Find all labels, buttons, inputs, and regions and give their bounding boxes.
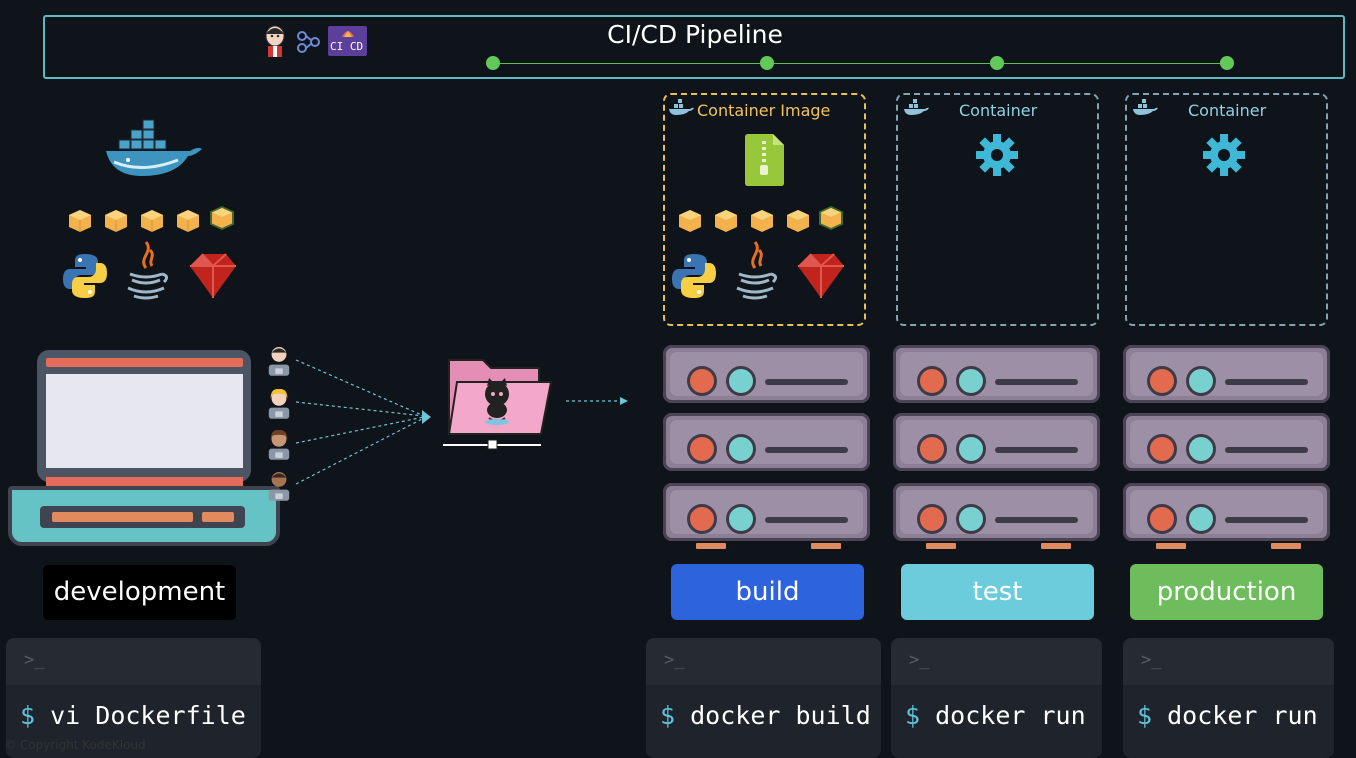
server-icon	[1123, 413, 1330, 471]
pipeline-dot-image	[760, 56, 774, 70]
pipeline-dot-build	[486, 56, 500, 70]
package-cube-icon	[679, 210, 701, 232]
developer-avatar	[268, 472, 290, 501]
laptop-bottom-bar	[46, 477, 243, 486]
cicd-badge: CI CD	[328, 26, 367, 56]
terminal-test: >_ $ docker run	[891, 638, 1102, 758]
stage-development: development	[43, 565, 236, 620]
test-container-label: Container	[959, 101, 1038, 120]
package-cube-icon	[210, 206, 234, 230]
laptop-top-bar	[46, 358, 243, 367]
laptop-key	[202, 512, 234, 522]
server-foot	[811, 543, 841, 549]
stage-build: build	[671, 564, 864, 620]
server-icon	[893, 483, 1100, 541]
ruby-icon	[798, 253, 844, 298]
pipeline-dot-test	[990, 56, 1004, 70]
copyright-text: © Copyright KodeKloud	[4, 738, 146, 752]
terminal-build: >_ $ docker build	[646, 638, 881, 758]
terminal-development: >_ $ vi Dockerfile	[6, 638, 261, 758]
server-foot	[1271, 543, 1301, 549]
docker-whale-icon	[1133, 99, 1158, 115]
terminal-dollar: $	[20, 701, 36, 730]
package-cube-icon	[177, 210, 199, 232]
server-icon	[663, 413, 870, 471]
server-icon	[1123, 345, 1330, 403]
terminal-command: vi Dockerfile	[50, 701, 246, 730]
zip-file-icon	[745, 134, 784, 186]
java-icon	[127, 241, 169, 300]
package-cube-icon	[141, 210, 163, 232]
package-cube-icon	[751, 210, 773, 232]
docker-whale-icon	[669, 99, 694, 115]
terminal-dollar: $	[660, 701, 676, 730]
terminal-prompt: >_	[664, 650, 685, 670]
java-icon	[736, 241, 778, 300]
stage-test: test	[901, 564, 1094, 620]
docker-whale-icon	[106, 119, 202, 176]
github-folder-icon	[443, 359, 553, 450]
developer-avatar	[268, 388, 290, 419]
package-cube-icon	[715, 210, 737, 232]
python-icon	[672, 254, 716, 298]
terminal-production: >_ $ docker run	[1123, 638, 1334, 758]
terminal-prompt: >_	[1141, 650, 1162, 670]
container-image-box	[663, 93, 866, 326]
pipeline-dot-production	[1220, 56, 1234, 70]
package-cube-icon	[819, 206, 843, 230]
pipeline-line	[493, 63, 1228, 64]
pipeline-banner	[43, 15, 1345, 79]
jenkins-icon	[265, 25, 285, 57]
terminal-prompt: >_	[909, 650, 930, 670]
argo-icon	[297, 31, 320, 53]
pipeline-title: CI/CD Pipeline	[607, 20, 783, 49]
laptop-spacebar	[52, 512, 193, 522]
container-image-label: Container Image	[697, 101, 831, 120]
server-icon	[663, 345, 870, 403]
docker-whale-icon	[904, 99, 929, 115]
server-icon	[1123, 483, 1330, 541]
server-icon	[893, 345, 1100, 403]
package-cube-icon	[105, 210, 127, 232]
gear-icon	[1203, 134, 1245, 176]
terminal-command: docker run	[1167, 701, 1318, 730]
terminal-dollar: $	[905, 701, 921, 730]
server-foot	[926, 543, 956, 549]
server-foot	[1156, 543, 1186, 549]
ruby-icon	[190, 253, 236, 298]
package-cube-icon	[787, 210, 809, 232]
prod-container-box	[1125, 93, 1328, 326]
python-icon	[63, 254, 107, 298]
terminal-command: docker build	[690, 701, 871, 730]
server-foot	[696, 543, 726, 549]
gear-icon	[976, 134, 1018, 176]
terminal-prompt: >_	[24, 650, 45, 670]
commit-arrows	[295, 359, 628, 485]
server-foot	[1041, 543, 1071, 549]
cicd-badge-text: CI CD	[330, 40, 364, 53]
package-cube-icon	[69, 210, 91, 232]
server-icon	[663, 483, 870, 541]
developer-avatar	[268, 430, 290, 460]
terminal-dollar: $	[1137, 701, 1153, 730]
terminal-command: docker run	[935, 701, 1086, 730]
stage-production: production	[1130, 564, 1323, 620]
prod-container-label: Container	[1188, 101, 1267, 120]
developer-avatar	[268, 347, 290, 376]
test-container-box	[896, 93, 1099, 326]
server-icon	[893, 413, 1100, 471]
laptop-screen	[46, 374, 243, 468]
